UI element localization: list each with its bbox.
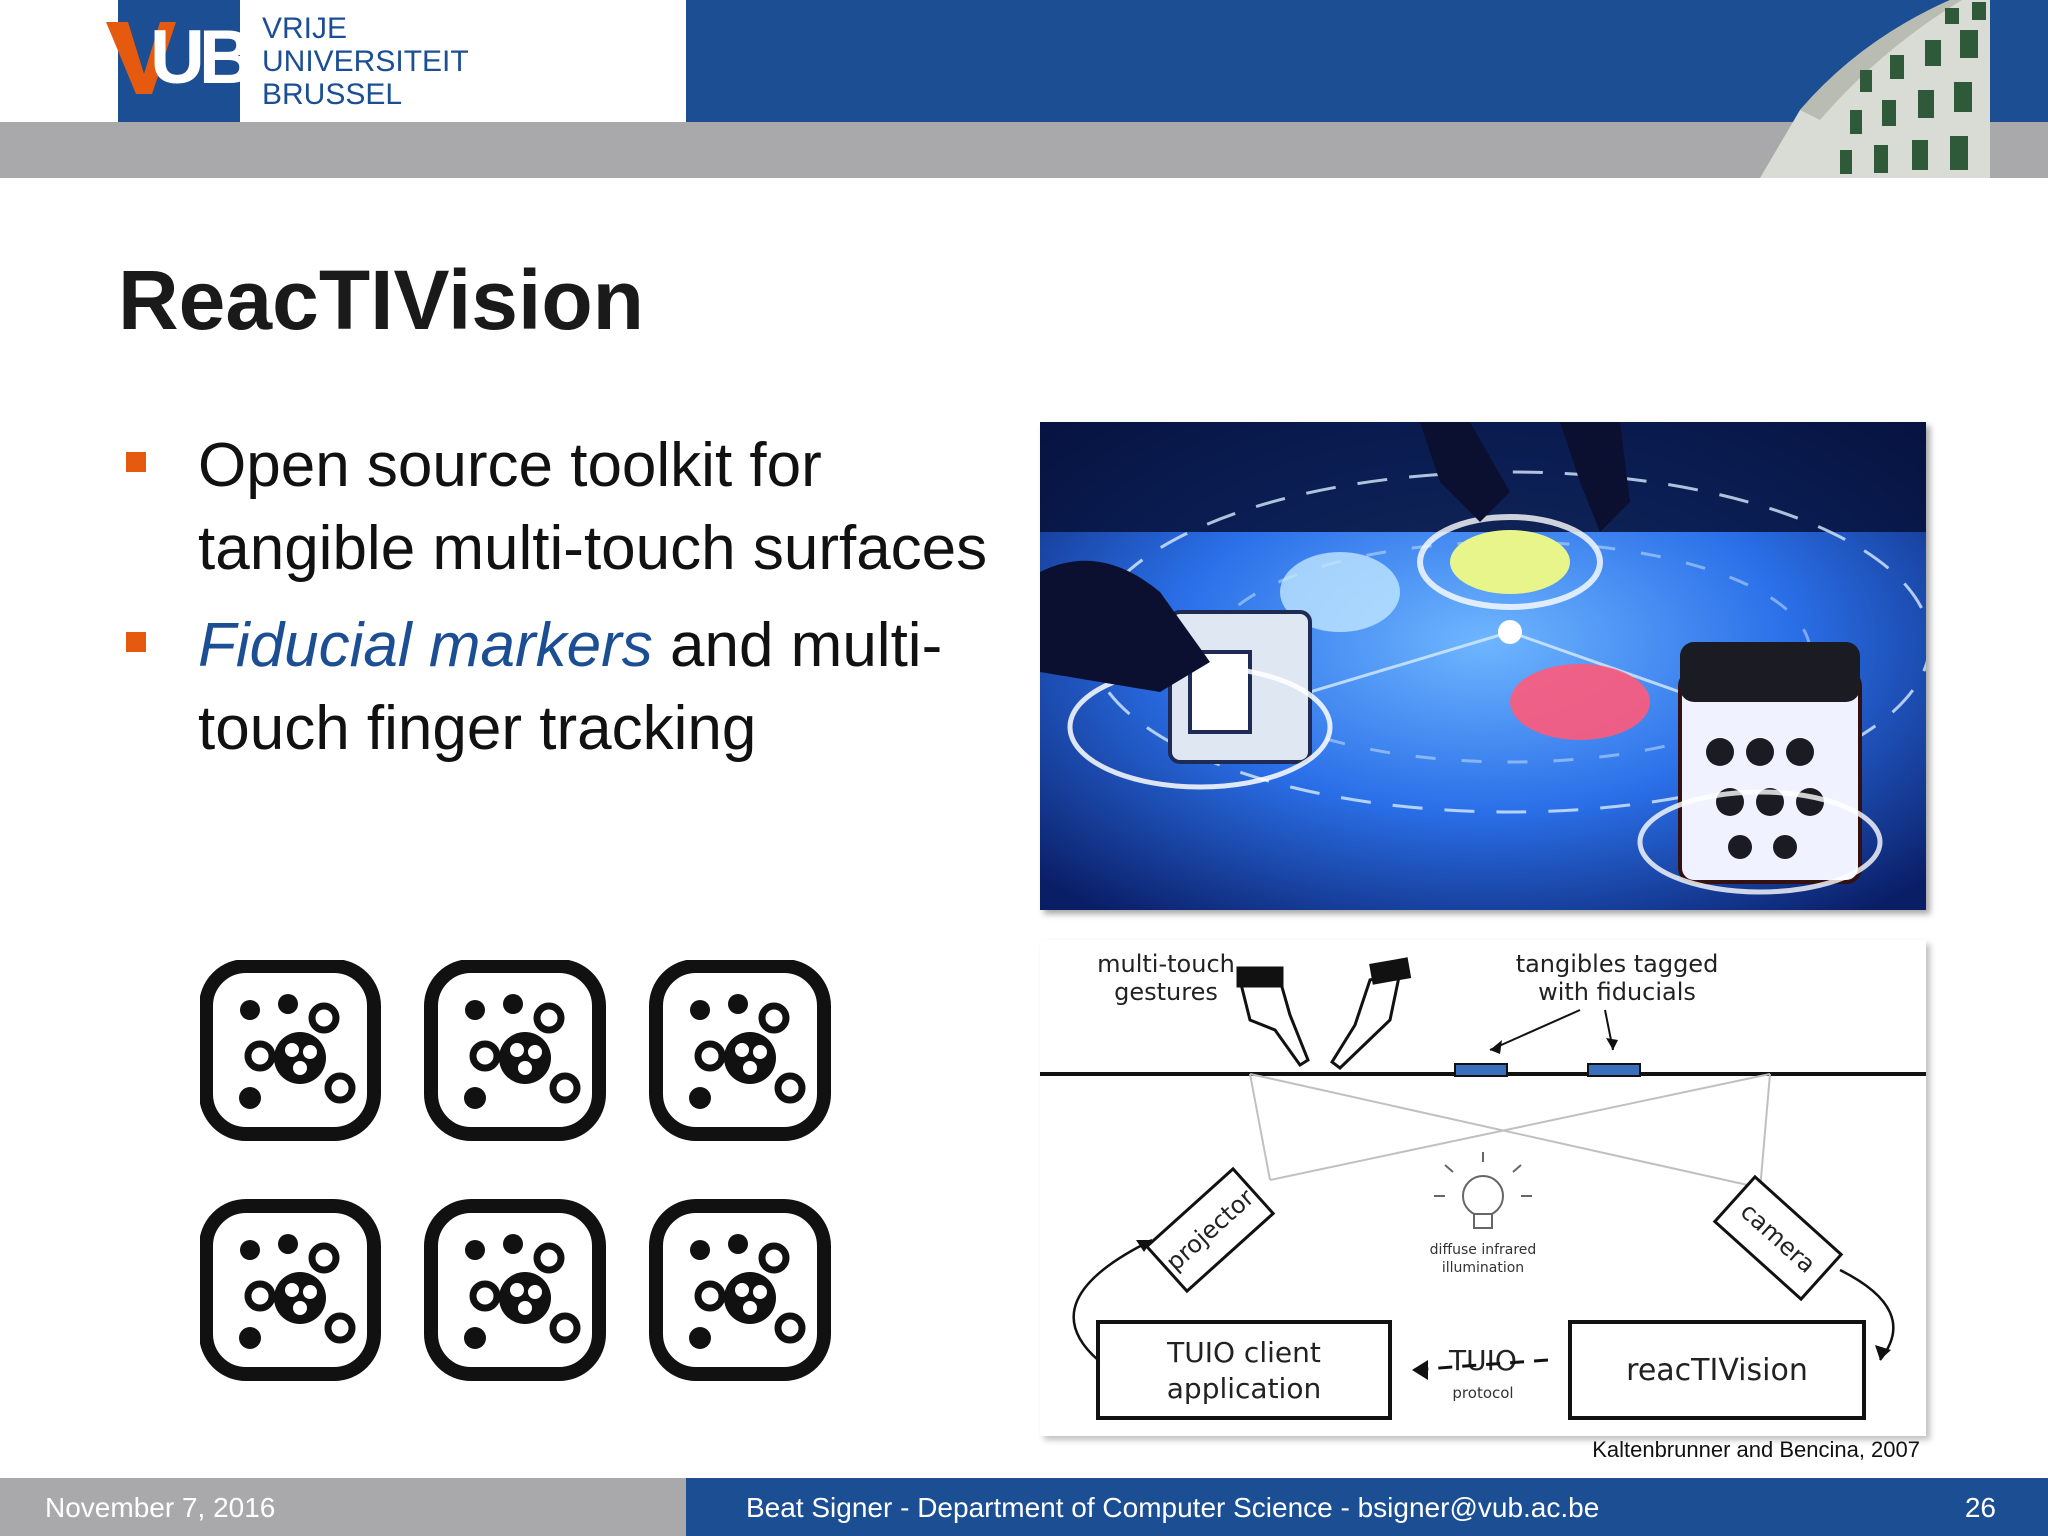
footer-date: November 7, 2016 bbox=[45, 1492, 276, 1523]
fiducial-marker bbox=[206, 966, 374, 1134]
logo-line-1: VRIJE bbox=[262, 12, 348, 45]
hand-icon bbox=[1236, 957, 1412, 1070]
page-number: 26 bbox=[1964, 1492, 1996, 1523]
label-tuio: TUIO bbox=[1448, 1344, 1517, 1377]
label-reactivision: reacTIVision bbox=[1626, 1353, 1808, 1388]
bullet-item-1: Open source toolkit for tangible multi-t… bbox=[118, 424, 1018, 590]
fiducial-marker bbox=[656, 966, 824, 1134]
label-tangibles-1: tangibles tagged bbox=[1516, 950, 1719, 978]
bullet-marker bbox=[126, 452, 146, 472]
label-illumination-1: diffuse infrared bbox=[1430, 1242, 1537, 1258]
reactable-photo bbox=[1040, 422, 1926, 910]
footer-bar: November 7, 2016 Beat Signer - Departmen… bbox=[0, 1478, 2048, 1536]
bullet-text-2: and multi-touch finger tracking bbox=[198, 611, 943, 763]
footer-blue-band bbox=[686, 1478, 2048, 1536]
logo-v-mark bbox=[106, 22, 176, 94]
logo-line-3: BRUSSEL bbox=[262, 78, 403, 111]
label-illumination-2: illumination bbox=[1442, 1260, 1524, 1276]
building-image bbox=[1760, 0, 1990, 178]
logo-letters: UB bbox=[150, 15, 254, 100]
footer-author: Beat Signer - Department of Computer Sci… bbox=[746, 1492, 1600, 1523]
bullet-marker bbox=[126, 632, 146, 652]
image-caption: Kaltenbrunner and Bencina, 2007 bbox=[1592, 1437, 1920, 1462]
bullet-item-2: Fiducial markers and multi-touch finger … bbox=[118, 604, 1018, 770]
reactivision-box bbox=[1568, 1320, 1866, 1420]
architecture-diagram: multi-touch gestures tangibles tagged wi… bbox=[1040, 940, 1926, 1436]
header-gray-strip bbox=[0, 122, 2048, 178]
fiducial-marker bbox=[206, 1206, 374, 1374]
fiducial-markers bbox=[200, 960, 860, 1410]
bullet-emphasis: Fiducial markers bbox=[198, 611, 653, 680]
bullet-list: Open source toolkit for tangible multi-t… bbox=[118, 424, 1018, 784]
camera-box: camera bbox=[1712, 1174, 1844, 1302]
label-multi-touch-1: multi-touch bbox=[1097, 950, 1235, 978]
label-protocol: protocol bbox=[1452, 1384, 1513, 1402]
label-client-2: application bbox=[1167, 1372, 1321, 1405]
fiducial-marker bbox=[431, 1206, 599, 1374]
fiducial-marker bbox=[431, 966, 599, 1134]
label-tangibles-2: with fiducials bbox=[1538, 978, 1696, 1006]
slide-title: ReacTIVision bbox=[118, 253, 644, 347]
logo-line-2: UNIVERSITEIT bbox=[262, 45, 469, 78]
label-client-1: TUIO client bbox=[1166, 1336, 1321, 1369]
tuio-client-box bbox=[1096, 1320, 1392, 1420]
bullet-text-1: Open source toolkit for tangible multi-t… bbox=[198, 431, 988, 583]
fiducial-marker bbox=[656, 1206, 824, 1374]
lightbulb-icon bbox=[1434, 1152, 1532, 1229]
university-name: VRIJE UNIVERSITEIT BRUSSEL bbox=[262, 12, 469, 111]
projector-box: projector bbox=[1144, 1166, 1276, 1294]
label-multi-touch-2: gestures bbox=[1114, 978, 1218, 1006]
footer-gray-band bbox=[0, 1478, 686, 1536]
